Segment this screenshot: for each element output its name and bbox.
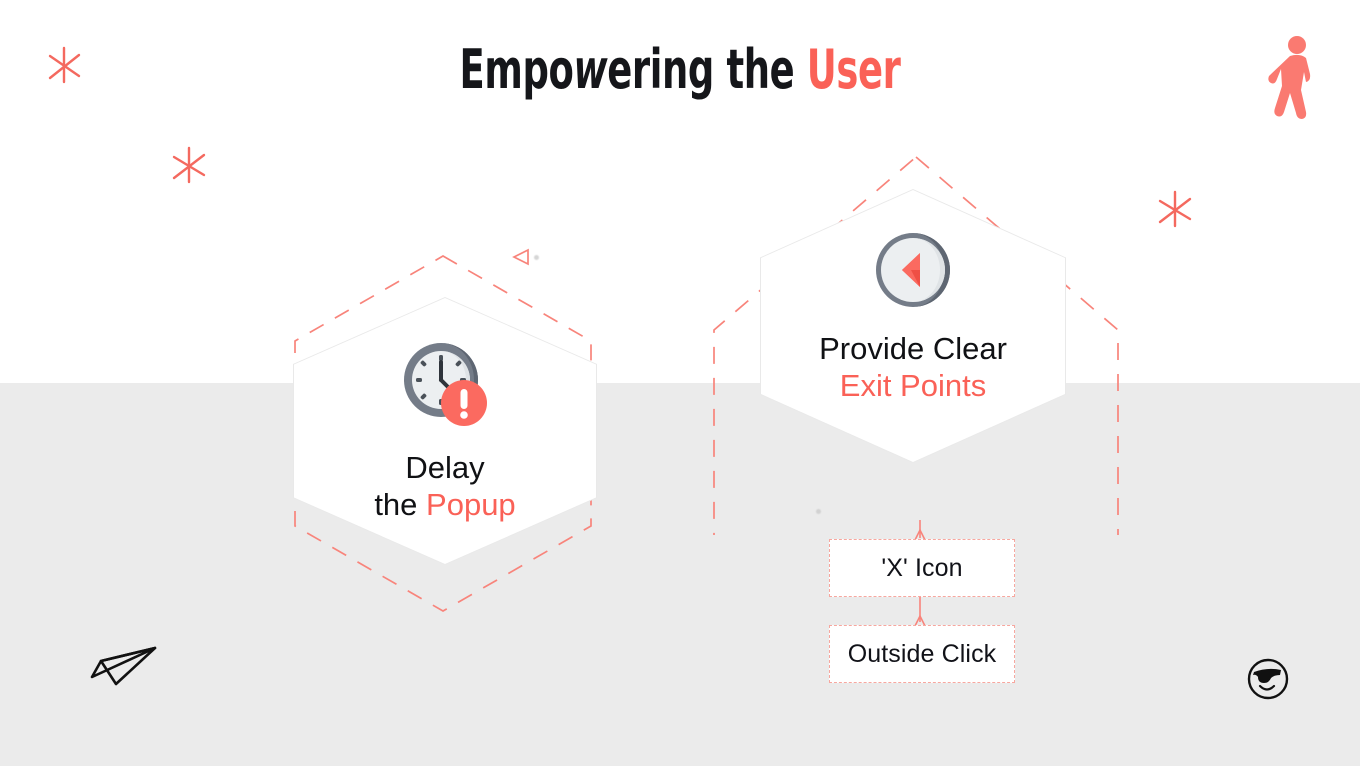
x-icon-option-box[interactable]: 'X' Icon xyxy=(829,539,1015,597)
sparkle-icon-right xyxy=(1158,190,1192,228)
outside-click-option-box[interactable]: Outside Click xyxy=(829,625,1015,683)
sparkle-icon-top-left xyxy=(48,46,81,84)
exit-points-line1: Provide Clear xyxy=(819,331,1007,366)
delay-popup-card[interactable]: Delay the Popup xyxy=(294,298,596,564)
exit-points-line2: Exit Points xyxy=(839,367,987,403)
walking-person-icon xyxy=(1268,36,1311,119)
delay-popup-line2-plain: the xyxy=(374,486,427,522)
page-title-part2: ering the xyxy=(607,38,807,101)
x-icon-option-label: 'X' Icon xyxy=(881,553,963,582)
back-arrow-circle-icon xyxy=(876,233,950,307)
faint-dot-right-of-marker xyxy=(534,255,539,260)
delay-popup-line2: the Popup xyxy=(374,487,515,524)
page-title-part1: Empo xyxy=(459,38,574,101)
background-lower-band xyxy=(0,383,1360,766)
exit-points-card[interactable]: Provide Clear Exit Points xyxy=(761,190,1065,462)
left-arrow-marker-icon xyxy=(512,248,529,266)
delay-popup-line2-accent: Popup xyxy=(426,486,516,522)
sparkle-icon-upper-left xyxy=(172,146,206,184)
page-title-accent: User xyxy=(806,38,901,101)
outside-click-option-label: Outside Click xyxy=(847,639,997,668)
page-title: Empowering the User xyxy=(163,38,1197,101)
page-title-italic-w: w xyxy=(573,38,608,101)
delay-popup-line1: Delay xyxy=(405,450,485,485)
clock-alert-icon xyxy=(404,343,487,426)
faint-dot-below-hexagon xyxy=(816,509,821,514)
